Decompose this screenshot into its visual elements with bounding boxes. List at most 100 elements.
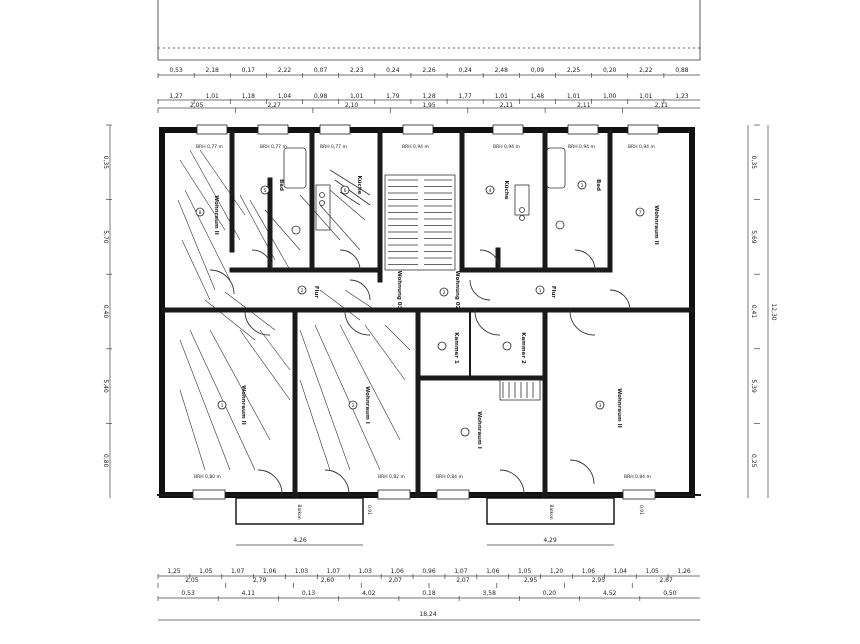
room-label-wohnung-r: Wohnung 02 — [454, 271, 460, 310]
sanitary-fixtures — [283, 147, 566, 235]
dimension-label: 3,58 — [483, 590, 497, 597]
window-label: BRH 0,84 m — [436, 474, 463, 480]
dimension-label: 1,01 — [206, 93, 220, 100]
dimension-label: 1,03 — [295, 568, 309, 575]
room-numbers: 8 5 6 4 3 7 2 1 2 1 2 3 — [195, 180, 645, 437]
window-labels: BRH 0,77 m BRH 0,77 m BRH 0,77 m BRH 0,9… — [194, 144, 655, 480]
dimension-label: 0,24 — [386, 67, 400, 74]
dimension-label: 1,05 — [199, 568, 213, 575]
dimension-label: 1,05 — [645, 568, 659, 575]
dimension-label: 2,22 — [639, 67, 653, 74]
dimension-label: 2,05 — [190, 102, 204, 109]
room-number: 2 — [301, 288, 304, 294]
dimension-label: 1,18 — [242, 93, 256, 100]
dimension-label: 2,11 — [500, 102, 514, 109]
dimension-label: 0,96 — [422, 568, 436, 575]
room-label-bad-1: Bad — [278, 179, 284, 191]
dimension-label: 2,22 — [278, 67, 292, 74]
room-number: 3 — [581, 183, 584, 189]
dimension-label: 2,07 — [456, 577, 470, 584]
balcony-right-label: Balkon — [548, 504, 554, 519]
room-number: 1 — [539, 288, 542, 294]
room-number: 4 — [489, 188, 492, 194]
window-label: BRH 0,82 m — [378, 474, 405, 480]
window-label: BRH 0,94 m — [493, 144, 520, 150]
dimension-label: 0,07 — [314, 67, 328, 74]
dimension-label: 1,05 — [518, 568, 532, 575]
dimension-label: 2,18 — [206, 67, 220, 74]
dimension-label: 1,95 — [422, 102, 436, 109]
dimension-label: 0,20 — [543, 590, 557, 597]
balcony-depth-right: 0,91 — [638, 505, 644, 515]
dimension-label: 1,06 — [486, 568, 500, 575]
room-label-wohnraum-bl2: Wohnraum I — [364, 386, 370, 424]
room-number: 3 — [599, 403, 602, 409]
window-label: BRH 0,84 m — [624, 474, 651, 480]
dimension-label: 0,53 — [169, 67, 183, 74]
dimension-label: 0,88 — [675, 67, 689, 74]
dimension-label: 2,67 — [659, 577, 673, 584]
windows — [192, 124, 659, 500]
dimension-label: 1,00 — [603, 93, 617, 100]
bottom-total-dimension: 18,24 — [419, 611, 436, 618]
balcony-depth-left: 0,91 — [366, 505, 372, 515]
dimension-label: 1,07 — [454, 568, 468, 575]
dimension-label: 0,13 — [302, 590, 316, 597]
window-label: BRH 0,77 m — [260, 144, 287, 150]
dimension-label: 1,01 — [567, 93, 581, 100]
window-label: BRH 0,94 m — [568, 144, 595, 150]
room-label-wohnraum-tr: Wohnraum II — [653, 205, 659, 245]
site-boundary — [157, 0, 701, 61]
dimension-label: 1,06 — [390, 568, 404, 575]
room-label-wohnung-l: Wohnung 03 — [396, 271, 402, 310]
room-label-kammer-2: Kammer 2 — [520, 332, 526, 364]
dimension-label: 1,04 — [278, 93, 292, 100]
dimension-label: 1,20 — [550, 568, 564, 575]
dimension-label: 1,23 — [675, 93, 689, 100]
dimension-label: 0,53 — [181, 590, 195, 597]
room-label-flur-r: Flur — [550, 286, 556, 299]
window-label: BRH 0,80 m — [194, 474, 221, 480]
dimension-label: 0,09 — [531, 67, 545, 74]
room-number: 2 — [352, 403, 355, 409]
room-label-kueche-2: Küche — [503, 181, 509, 200]
dimension-label: 0,18 — [422, 590, 436, 597]
dimension-label: 2,60 — [321, 577, 335, 584]
right-dimension-chain: 0,355,690,415,390,25 12,30 — [747, 124, 777, 498]
right-total-dimension: 12,30 — [770, 303, 777, 320]
dimension-label: 5,70 — [102, 230, 109, 244]
dimension-label: 1,25 — [167, 568, 181, 575]
dimension-label: 4,02 — [362, 590, 376, 597]
dimension-label: 0,35 — [102, 156, 109, 170]
room-label-kueche-1: Küche — [356, 176, 362, 195]
room-number: 7 — [639, 210, 642, 216]
room-label-bad-2: Bad — [595, 179, 601, 191]
room-label-wohnraum-br: Wohnraum II — [616, 388, 622, 428]
dimension-label: 2,26 — [422, 67, 436, 74]
doors — [209, 249, 631, 495]
room-label-flur-l: Flur — [313, 286, 319, 299]
dimension-label: 1,48 — [531, 93, 545, 100]
interior-walls — [161, 129, 695, 498]
balconies: Balkon Balkon 0,91 0,91 4,26 4,29 — [235, 497, 644, 546]
dimension-label: 1,27 — [169, 93, 183, 100]
dimension-label: 1,04 — [614, 568, 628, 575]
dimension-label: 2,05 — [185, 577, 199, 584]
dimension-label: 2,79 — [253, 577, 267, 584]
dimension-label: 2,27 — [267, 102, 281, 109]
dimension-label: 1,28 — [422, 93, 436, 100]
dimension-label: 0,98 — [314, 93, 328, 100]
dimension-label: 2,25 — [567, 67, 581, 74]
dimension-label: 2,23 — [350, 67, 364, 74]
dimension-label: 2,95 — [524, 577, 538, 584]
dimension-label: 2,11 — [577, 102, 591, 109]
dimension-label: 0,25 — [750, 454, 757, 468]
room-labels: Wohnraum II Bad Küche Küche Bad Wohnraum… — [213, 176, 659, 449]
dimension-label: 1,79 — [386, 93, 400, 100]
window-label: BRH 0,94 m — [402, 144, 429, 150]
dimension-label: 1,06 — [582, 568, 596, 575]
balcony-left-width: 4,26 — [293, 537, 307, 544]
dimension-label: 2,95 — [592, 577, 606, 584]
